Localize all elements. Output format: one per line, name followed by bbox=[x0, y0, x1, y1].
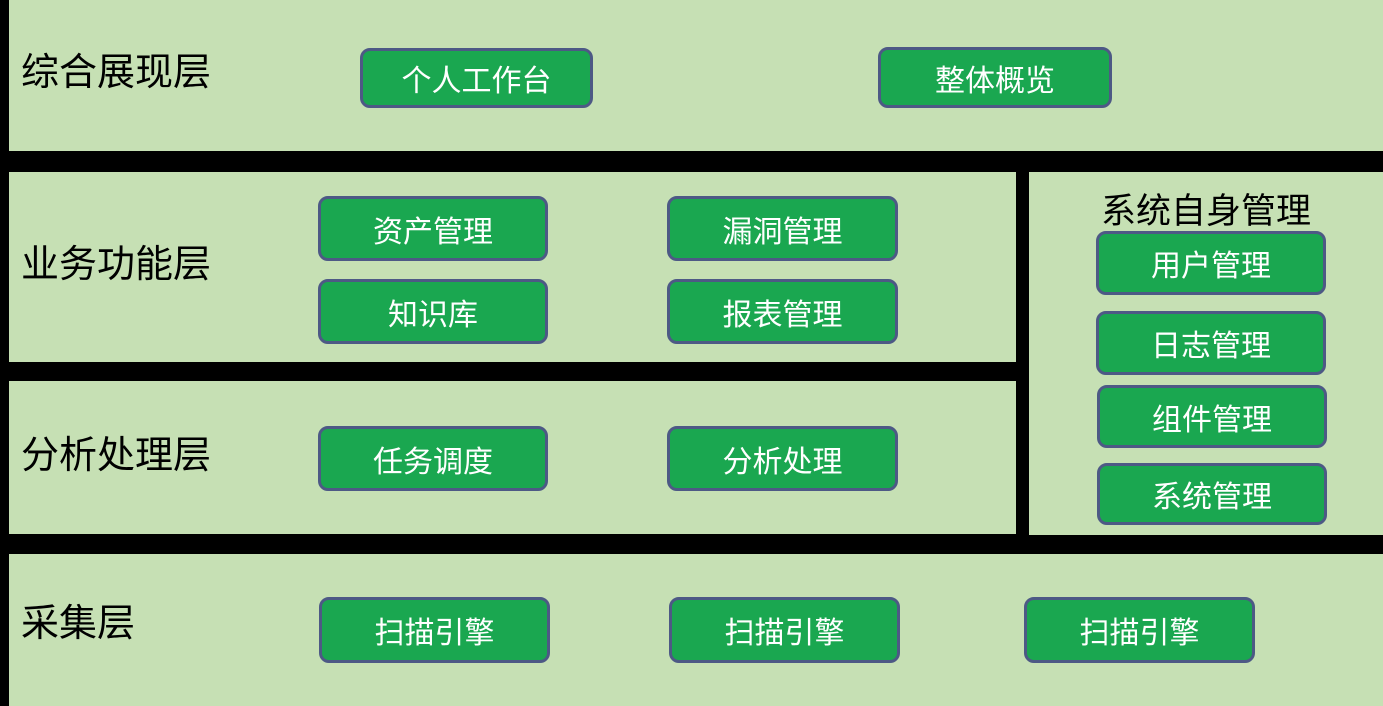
node-overall-overview: 整体概览 bbox=[878, 47, 1112, 108]
node-scan-engine-1: 扫描引擎 bbox=[319, 597, 550, 663]
node-asset-management: 资产管理 bbox=[318, 196, 548, 261]
layer-business: 业务功能层 资产管理 漏洞管理 知识库 报表管理 bbox=[9, 172, 1016, 362]
layer-collection: 采集层 扫描引擎 扫描引擎 扫描引擎 bbox=[9, 554, 1383, 706]
node-analysis-processing: 分析处理 bbox=[667, 426, 898, 491]
layer-business-label: 业务功能层 bbox=[21, 244, 212, 286]
node-user-management: 用户管理 bbox=[1096, 231, 1326, 295]
node-scan-engine-3: 扫描引擎 bbox=[1024, 597, 1255, 663]
node-system-management: 系统管理 bbox=[1097, 463, 1327, 525]
node-task-scheduling: 任务调度 bbox=[318, 426, 548, 491]
layer-collection-label: 采集层 bbox=[21, 603, 136, 645]
node-report-management: 报表管理 bbox=[667, 279, 898, 344]
layer-analysis: 分析处理层 任务调度 分析处理 bbox=[9, 381, 1016, 534]
panel-system-management: 系统自身管理 用户管理 日志管理 组件管理 系统管理 bbox=[1029, 172, 1383, 535]
node-scan-engine-2: 扫描引擎 bbox=[669, 597, 900, 663]
layer-analysis-label: 分析处理层 bbox=[21, 435, 212, 477]
node-personal-workbench: 个人工作台 bbox=[360, 48, 593, 108]
layer-display-label: 综合展现层 bbox=[21, 52, 212, 94]
node-component-management: 组件管理 bbox=[1097, 385, 1327, 448]
layer-display: 综合展现层 个人工作台 整体概览 bbox=[9, 0, 1383, 151]
node-log-management: 日志管理 bbox=[1096, 311, 1326, 375]
node-knowledge-base: 知识库 bbox=[318, 279, 548, 344]
node-vulnerability-management: 漏洞管理 bbox=[667, 196, 898, 261]
panel-system-title: 系统自身管理 bbox=[1100, 192, 1311, 231]
